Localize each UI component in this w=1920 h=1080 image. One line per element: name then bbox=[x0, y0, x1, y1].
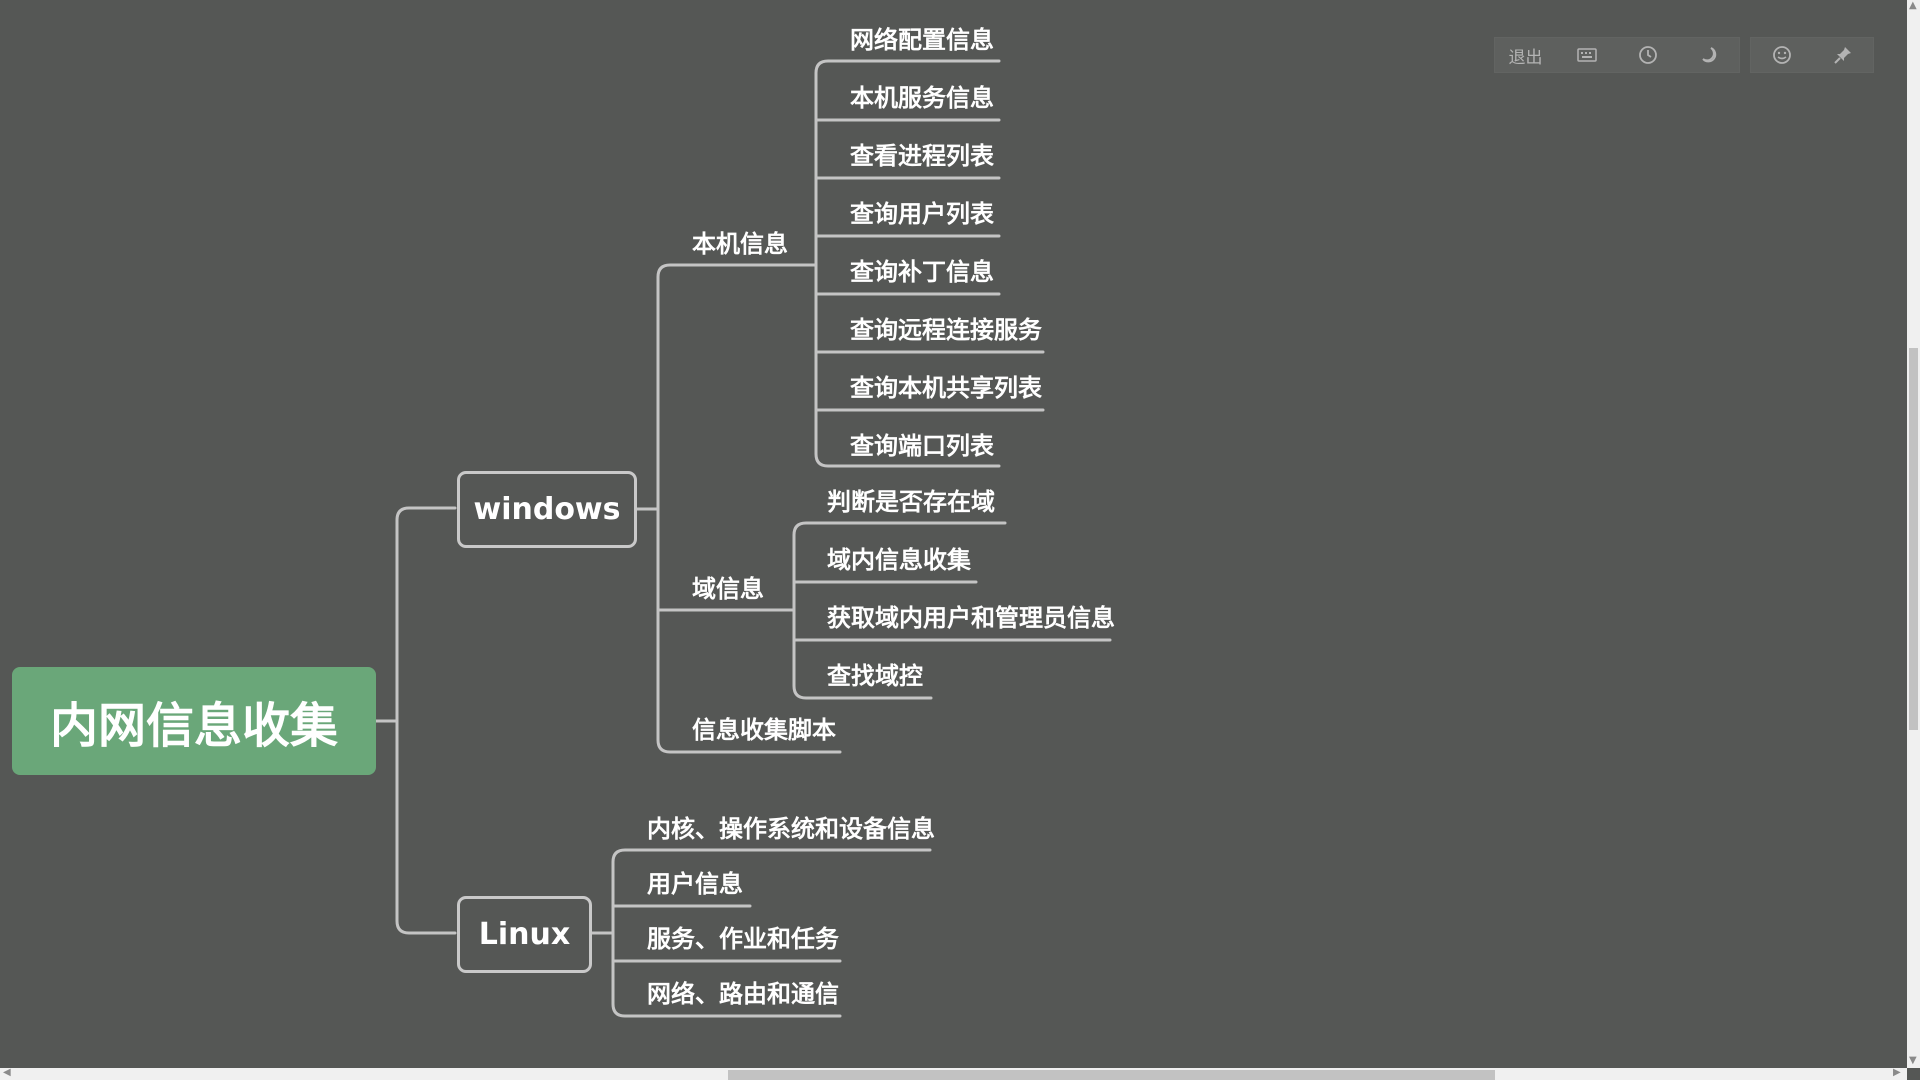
keyboard-icon[interactable] bbox=[1556, 38, 1617, 72]
moon-icon[interactable] bbox=[1678, 38, 1739, 72]
exit-button[interactable]: 退出 bbox=[1508, 47, 1543, 68]
horizontal-scrollbar-thumb[interactable] bbox=[728, 1070, 1495, 1080]
scroll-left-arrow-icon[interactable]: ◀ bbox=[3, 1067, 11, 1078]
scroll-right-arrow-icon[interactable]: ▶ bbox=[1893, 1067, 1901, 1078]
vertical-scrollbar-thumb[interactable] bbox=[1909, 348, 1918, 730]
node-local-item[interactable]: 查询补丁信息 bbox=[850, 258, 994, 286]
toolbar-group-extra bbox=[1750, 37, 1874, 73]
node-linux[interactable]: Linux bbox=[457, 896, 592, 973]
vertical-scrollbar[interactable]: ▲ ▼ bbox=[1907, 0, 1920, 1068]
node-info-script[interactable]: 信息收集脚本 bbox=[692, 716, 836, 744]
node-local-item[interactable]: 本机服务信息 bbox=[850, 84, 994, 112]
node-local-info[interactable]: 本机信息 bbox=[692, 230, 788, 258]
node-domain-item[interactable]: 判断是否存在域 bbox=[827, 488, 995, 516]
node-linux-item[interactable]: 内核、操作系统和设备信息 bbox=[647, 815, 935, 843]
node-linux-item[interactable]: 服务、作业和任务 bbox=[647, 925, 839, 953]
node-windows[interactable]: windows bbox=[457, 471, 637, 548]
scroll-up-arrow-icon[interactable]: ▲ bbox=[1909, 0, 1917, 11]
node-linux-item[interactable]: 网络、路由和通信 bbox=[647, 980, 839, 1008]
node-domain-item[interactable]: 域内信息收集 bbox=[827, 546, 971, 574]
horizontal-scrollbar[interactable]: ◀ ▶ bbox=[0, 1067, 1907, 1080]
pin-icon[interactable] bbox=[1812, 38, 1873, 72]
node-domain-item[interactable]: 查找域控 bbox=[827, 662, 923, 690]
scroll-down-arrow-icon[interactable]: ▼ bbox=[1909, 1055, 1917, 1066]
node-local-item[interactable]: 查询本机共享列表 bbox=[850, 374, 1042, 402]
toolbar-group-main: 退出 bbox=[1494, 37, 1740, 73]
node-local-item[interactable]: 查看进程列表 bbox=[850, 142, 994, 170]
toolbar: 退出 bbox=[1494, 37, 1874, 73]
node-local-item[interactable]: 查询用户列表 bbox=[850, 200, 994, 228]
clock-icon[interactable] bbox=[1617, 38, 1678, 72]
node-domain-info[interactable]: 域信息 bbox=[692, 575, 764, 603]
node-local-item[interactable]: 网络配置信息 bbox=[850, 26, 994, 54]
smile-icon[interactable] bbox=[1751, 38, 1812, 72]
node-local-item[interactable]: 查询端口列表 bbox=[850, 432, 994, 460]
root-node[interactable]: 内网信息收集 bbox=[12, 667, 376, 775]
node-domain-item[interactable]: 获取域内用户和管理员信息 bbox=[827, 604, 1115, 632]
node-linux-item[interactable]: 用户信息 bbox=[647, 870, 743, 898]
node-local-item[interactable]: 查询远程连接服务 bbox=[850, 316, 1042, 344]
